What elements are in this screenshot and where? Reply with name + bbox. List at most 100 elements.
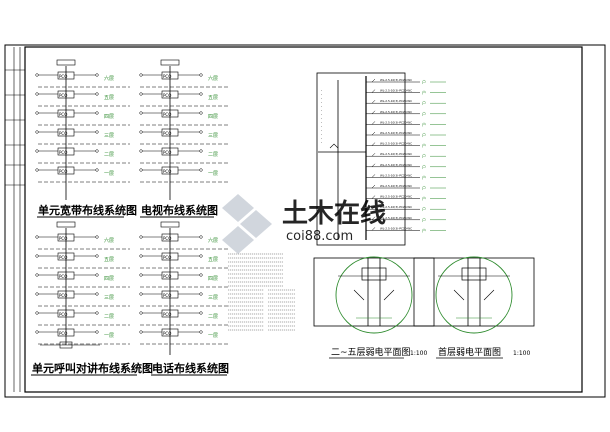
box-tag: PCO	[163, 293, 171, 298]
outlet-symbol	[35, 254, 39, 258]
panel-note-dot: ·	[321, 112, 322, 117]
breaker-symbol	[371, 153, 376, 157]
breaker-symbol	[371, 195, 376, 199]
watermark: 土木在线 coi88.com	[222, 194, 386, 254]
title-intercom: 单元呼叫对讲布线系统图	[32, 361, 153, 375]
junction-box	[161, 309, 179, 318]
outlet-tag: 户	[422, 185, 426, 191]
box-tag: PCO	[163, 93, 171, 98]
box-tag: PCO	[163, 169, 171, 174]
outlet-symbol	[199, 149, 203, 153]
title-plan-upper: 二~五层弱电平面图	[331, 346, 411, 358]
inner-frame	[24, 46, 583, 393]
box-tag: PCO	[163, 236, 171, 241]
scale-plan-ground: 1:100	[513, 350, 530, 357]
junction-box	[57, 252, 75, 261]
box-tag: PCO	[59, 255, 67, 260]
strip-ticks	[5, 69, 25, 186]
outlet-symbol	[199, 73, 203, 77]
outlet-symbol	[139, 235, 143, 239]
box-tag: PCO	[163, 112, 171, 117]
floor-label: 六层	[104, 237, 114, 244]
panel-note-dot: ·	[321, 132, 322, 137]
floor-label: 三层	[208, 133, 218, 139]
junction-box	[161, 252, 179, 261]
floor-label: 五层	[104, 95, 114, 101]
box-tag: PCO	[163, 131, 171, 136]
floor-label: 五层	[104, 257, 114, 263]
junction-box	[57, 90, 75, 99]
panel-note-dot: ·	[321, 140, 322, 145]
junction-box	[161, 271, 179, 280]
junction-box	[57, 166, 75, 175]
floor-label: 四层	[208, 276, 218, 282]
junction-box	[57, 328, 75, 337]
feeder-label: WL-2.5-10(3)-PC20-WC	[380, 78, 412, 82]
outlet-symbol	[35, 73, 39, 77]
outlet-tag: 户	[422, 216, 426, 222]
panel-note-dot: ·	[321, 136, 322, 141]
junction-box	[161, 166, 179, 175]
box-tag: PCO	[59, 150, 67, 155]
floor-label: 三层	[104, 295, 114, 301]
outlet-symbol	[35, 168, 39, 172]
panel-outline	[316, 72, 406, 246]
outlet-symbol	[95, 111, 99, 115]
watermark-brand: 土木在线	[282, 199, 386, 229]
outlet-symbol	[139, 111, 143, 115]
outlet-symbol	[139, 273, 143, 277]
panel-note-dot: ·	[321, 108, 322, 113]
box-tag: PCO	[59, 112, 67, 117]
outlet-symbol	[95, 73, 99, 77]
outlet-symbol	[35, 311, 39, 315]
junction-box	[57, 290, 75, 299]
feeder-label: WL-2.5-10(3)-PC20-WC	[380, 131, 412, 135]
plan-cable-route	[353, 289, 395, 301]
plan-upper-floors	[313, 256, 435, 334]
outlet-symbol	[199, 235, 203, 239]
junction-box	[57, 109, 75, 118]
breaker-symbol	[371, 78, 376, 83]
outlet-symbol	[199, 254, 203, 258]
plan-equipment-box	[461, 267, 487, 281]
junction-box	[161, 90, 179, 99]
title-phone: 电话布线系统图	[152, 361, 229, 375]
box-tag: PCO	[59, 74, 67, 79]
outlet-symbol	[139, 149, 143, 153]
floor-label: 一层	[104, 333, 114, 339]
box-tag: PCO	[163, 74, 171, 79]
breaker-symbol	[371, 131, 376, 136]
top-feed-box	[160, 221, 180, 228]
outlet-symbol	[139, 168, 143, 172]
junction-box	[161, 233, 179, 242]
junction-box	[161, 128, 179, 137]
breaker-symbol	[371, 163, 376, 167]
outlet-symbol	[199, 92, 203, 96]
outlet-symbol	[199, 330, 203, 334]
floor-label: 二层	[104, 314, 114, 320]
box-tag: PCO	[59, 131, 67, 136]
outlet-symbol	[35, 292, 39, 296]
feeder-label: WL-2.5-10(3)-PC20-WC	[380, 152, 412, 156]
floor-label: 三层	[104, 133, 114, 139]
outlet-symbol	[95, 130, 99, 134]
outlet-symbol	[35, 330, 39, 334]
feeder-label: WL-2.5-10(3)-PC20-WC	[380, 120, 412, 124]
outlet-symbol	[95, 168, 99, 172]
title-tv: 电视布线系统图	[141, 203, 218, 217]
feeder-label: WL-2.5-10(3)-PC20-WC	[380, 99, 412, 103]
feeder-label: WL-2.5-10(3)-PC20-WC	[380, 195, 412, 199]
feeder-label: WL-2.5-10(3)-PC20-WC	[380, 110, 412, 114]
panel-note-dot: ·	[321, 128, 322, 133]
floor-label: 一层	[208, 171, 218, 177]
top-feed-box	[56, 59, 76, 66]
floor-label: 二层	[104, 152, 114, 158]
box-tag: PCO	[163, 312, 171, 317]
box-tag: PCO	[163, 331, 171, 336]
box-tag: PCO	[59, 331, 67, 336]
feeder-label: WL-2.5-10(3)-PC20-WC	[380, 173, 412, 177]
plan-detail-circle	[335, 256, 413, 334]
outlet-symbol	[35, 235, 39, 239]
